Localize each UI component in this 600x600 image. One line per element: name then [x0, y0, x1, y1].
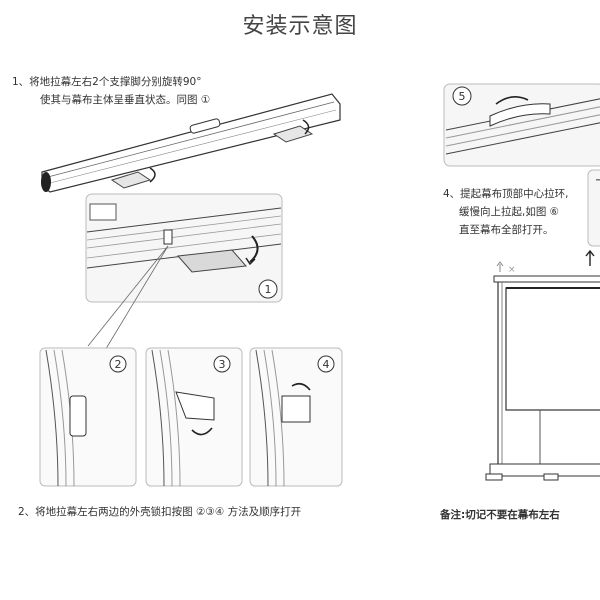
detail-box-4: 4: [249, 347, 343, 487]
step1-line2: 使其与幕布主体呈垂直状态。同图 ①: [40, 94, 211, 106]
detail-box-6: 6: [587, 169, 600, 247]
screen-case-illustration: [41, 93, 341, 193]
detail-box-1: 1: [85, 193, 283, 303]
detail-box-5: 5: [443, 83, 600, 167]
figure-label-3: 3: [219, 358, 226, 371]
detail-box-2: 2: [39, 347, 137, 487]
figure-label-1: 1: [265, 283, 272, 296]
figure-label-5: 5: [459, 90, 466, 103]
detail-box-3: 3: [145, 347, 243, 487]
page-title: 安装示意图: [242, 14, 358, 39]
step2-text: 2、将地拉幕左右两边的外壳锁扣按图 ②③④ 方法及顺序打开: [18, 506, 302, 518]
figure-label-2: 2: [115, 358, 122, 371]
step4-line1: 4、提起幕布顶部中心拉环,: [443, 188, 569, 200]
step1-line1: 1、将地拉幕左右2个支撑脚分别旋转90°: [12, 76, 202, 88]
step4-line3: 直至幕布全部打开。: [459, 224, 554, 236]
figure-label-4: 4: [323, 358, 330, 371]
step4-line2: 缓慢向上拉起,如图 ⑥: [459, 206, 560, 218]
pullup-screen-illustration: ×: [485, 249, 600, 481]
screen-mark: ×: [508, 265, 516, 275]
note-text: 备注:切记不要在幕布左右: [440, 509, 560, 521]
